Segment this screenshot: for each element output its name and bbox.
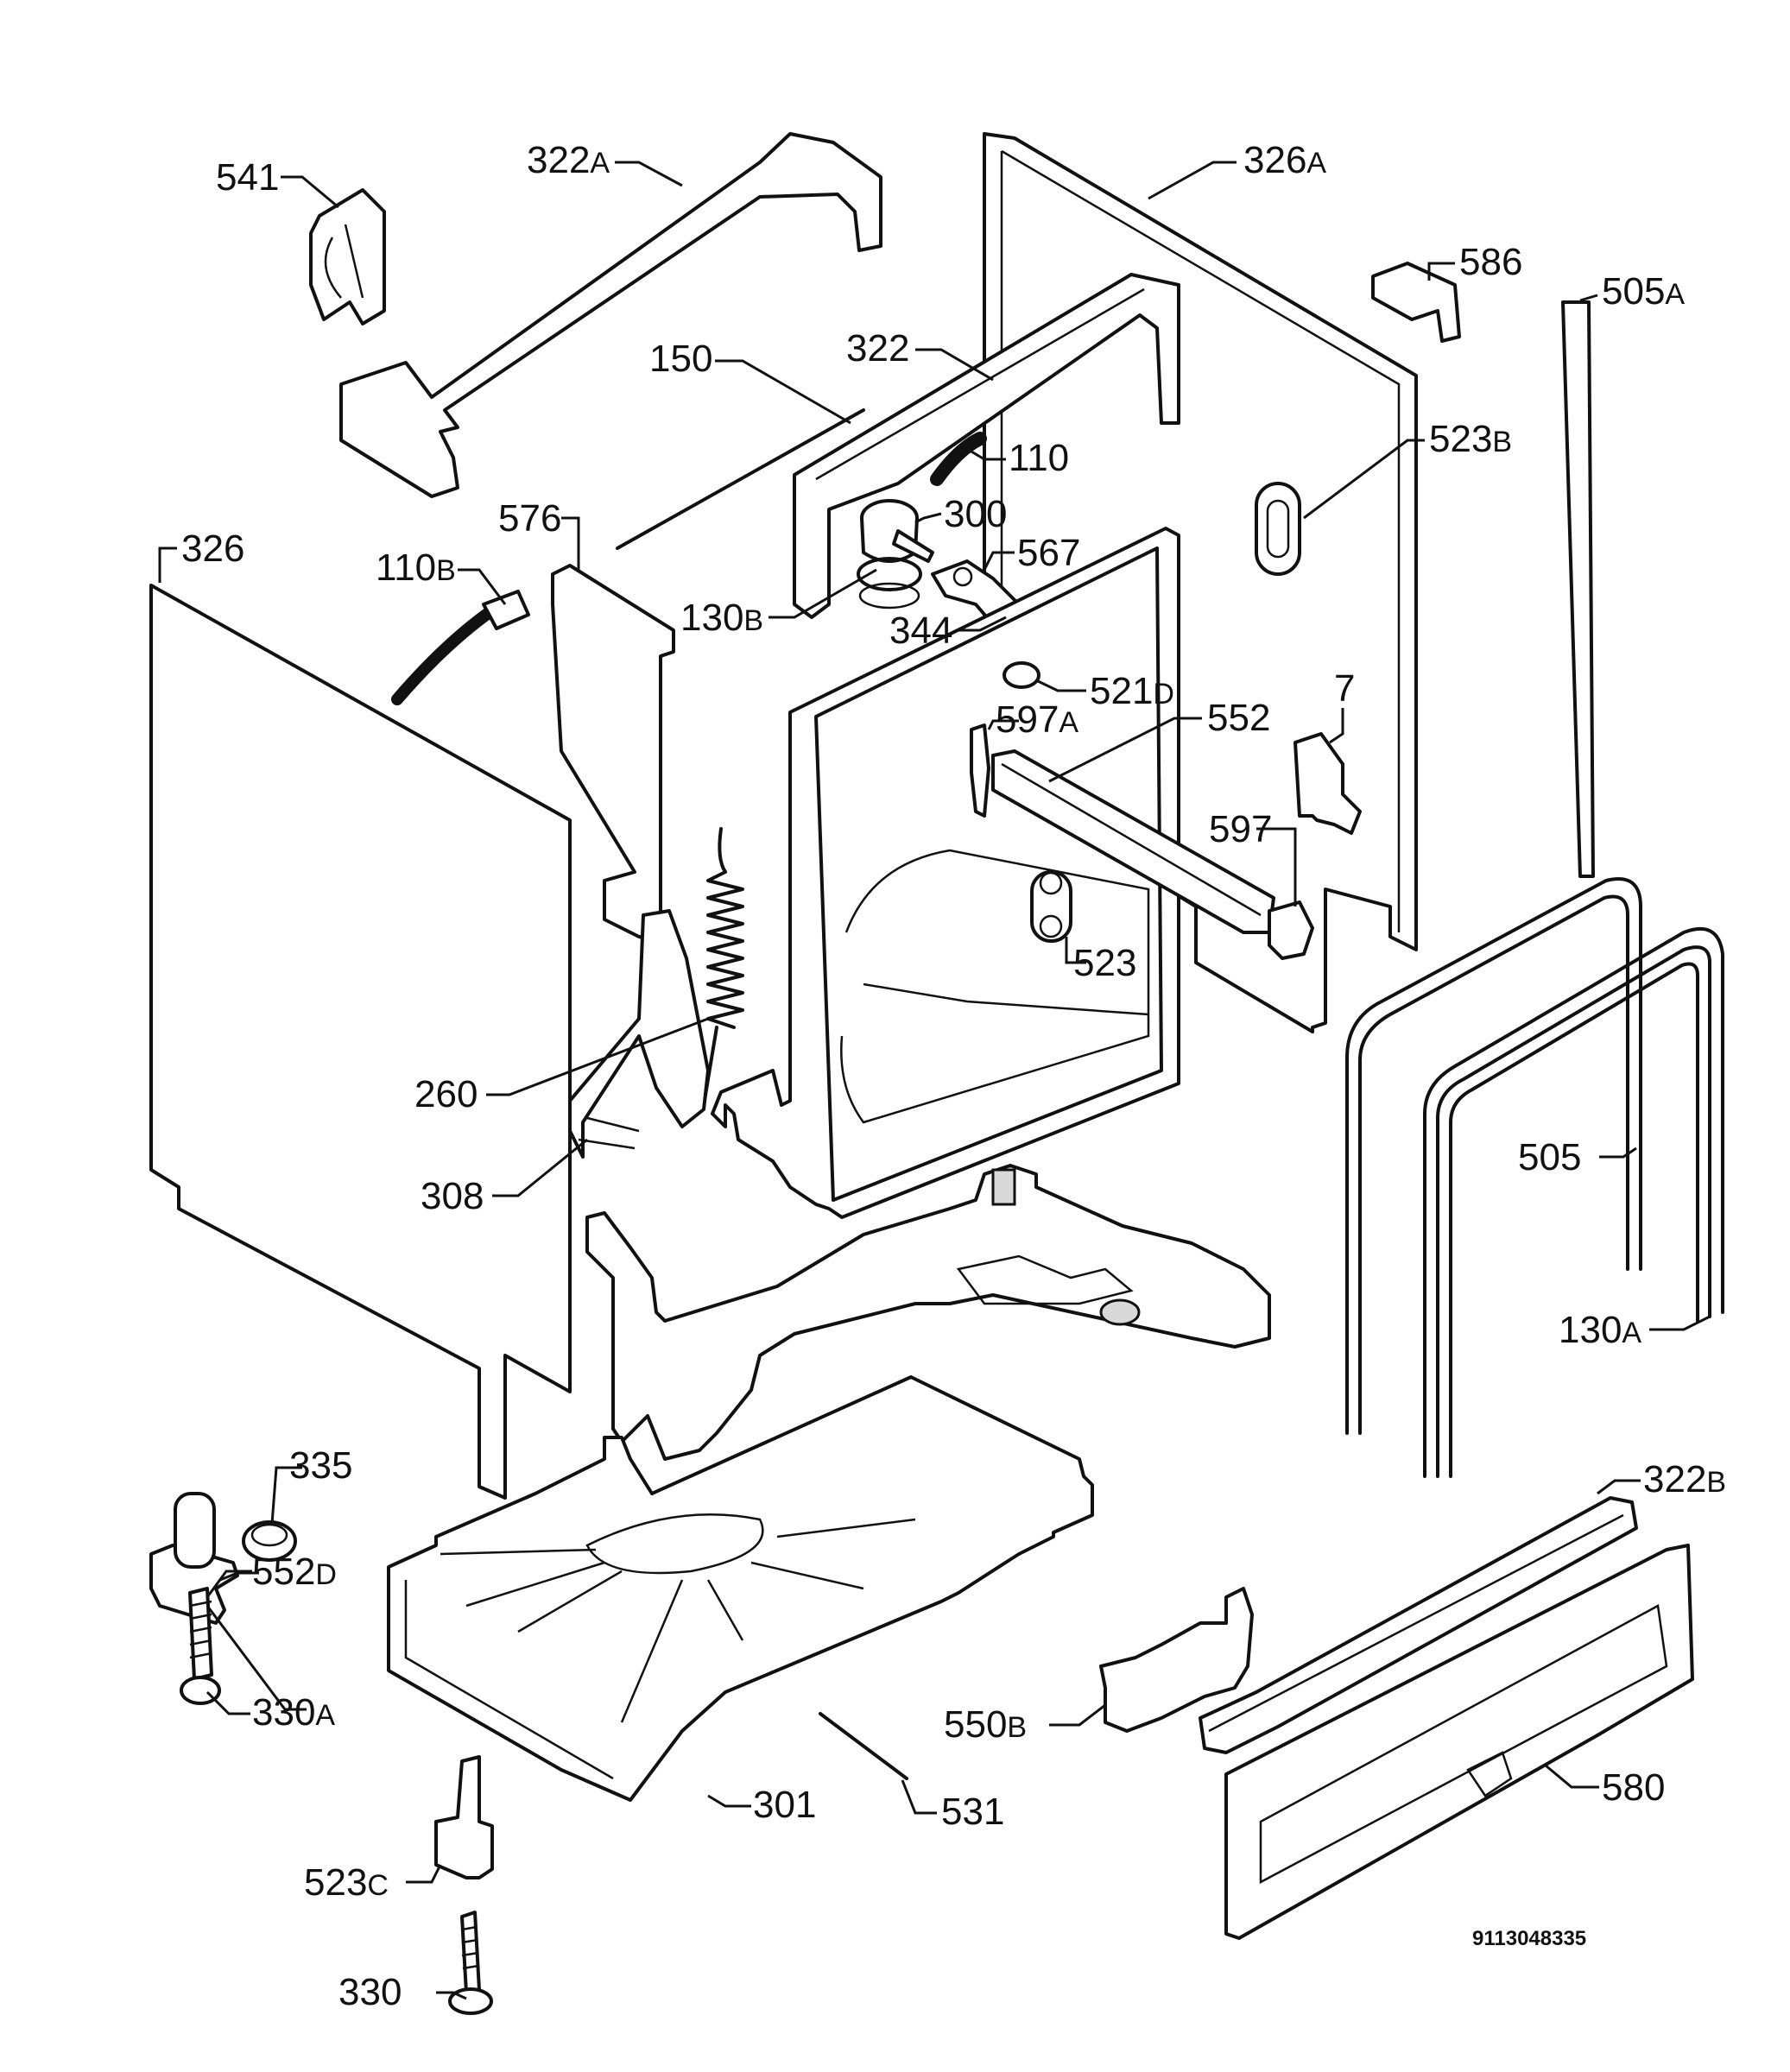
part-552D-actuator [149, 1492, 239, 1625]
callout-322B: 322B [1643, 1458, 1726, 1500]
callout-597: 597 [1209, 808, 1272, 850]
part-326-side-panel [149, 584, 572, 1500]
callout-505: 505 [1518, 1136, 1581, 1178]
callout-308: 308 [421, 1175, 484, 1217]
callout-300: 300 [944, 493, 1007, 535]
part-tub [711, 527, 1180, 1219]
part-330A-screw [180, 1587, 221, 1705]
part-521D-grommet [1003, 661, 1040, 689]
callout-505A: 505A [1602, 270, 1685, 313]
callout-326: 326 [181, 527, 244, 570]
part-322B-bottom-rail [1199, 1496, 1638, 1754]
callout-521D: 521D [1090, 670, 1174, 712]
callout-576: 576 [498, 497, 561, 540]
callout-567: 567 [1017, 532, 1080, 574]
part-330-screw [448, 1911, 493, 2015]
callout-301: 301 [753, 1784, 816, 1826]
part-523B-grommet [1255, 482, 1301, 576]
leader-lines [158, 161, 1711, 2000]
part-550B-bracket [1099, 1587, 1254, 1733]
callout-597A: 597A [996, 698, 1078, 741]
callout-322: 322 [846, 327, 909, 370]
callout-322A: 322A [527, 139, 610, 181]
callout-7: 7 [1334, 667, 1355, 710]
callout-586: 586 [1459, 241, 1522, 283]
callout-580: 580 [1602, 1766, 1665, 1809]
diagram-code: 9113048335 [1472, 1927, 1586, 1950]
part-130A-seal [1423, 927, 1724, 1478]
part-301-base-tray [387, 1375, 1094, 1802]
part-541-clip [309, 188, 386, 325]
callout-326A: 326A [1243, 139, 1326, 181]
part-base-frame [585, 1164, 1271, 1461]
part-110-hose [930, 432, 987, 486]
callout-110: 110 [1009, 437, 1069, 479]
callout-labels: 541 322A 326A 586 505A 150 322 110 523B … [181, 139, 1726, 2013]
callout-330: 330 [338, 1971, 402, 2013]
part-523-grommets [1030, 870, 1072, 943]
part-505-seal [1345, 877, 1642, 1435]
callout-150: 150 [649, 338, 712, 380]
part-597-clip [1268, 900, 1314, 960]
part-130B-gasket [857, 557, 922, 610]
part-110B-hose [391, 598, 507, 705]
part-322A-top-rail [339, 132, 882, 498]
part-597A-clip [970, 723, 990, 818]
callout-550B: 550B [944, 1703, 1027, 1746]
part-322-top-frame [793, 273, 1180, 619]
callout-260: 260 [414, 1073, 478, 1115]
part-7-bracket [1293, 732, 1362, 835]
callout-523C: 523C [304, 1861, 389, 1904]
part-150-strip [616, 408, 865, 550]
part-260-spring [702, 827, 744, 1107]
callout-344: 344 [889, 610, 952, 652]
callout-531: 531 [941, 1791, 1004, 1833]
part-531-rod [819, 1712, 908, 1780]
callout-552D: 552D [252, 1551, 337, 1593]
callout-335: 335 [289, 1444, 352, 1487]
part-335-gear [242, 1520, 297, 1562]
callout-130A: 130A [1559, 1309, 1641, 1351]
part-308-hinge [568, 909, 710, 1159]
part-300-valve [860, 499, 934, 563]
callout-541: 541 [216, 156, 279, 199]
part-576-cover [551, 564, 675, 943]
callout-523B: 523B [1429, 418, 1512, 460]
part-523C-post [434, 1755, 494, 1879]
callout-552: 552 [1207, 697, 1270, 739]
part-505A-strip [1561, 300, 1595, 878]
callout-330A: 330A [252, 1691, 335, 1734]
part-586-bracket [1371, 262, 1461, 343]
callout-130B: 130B [680, 597, 763, 639]
part-580-plinth [1224, 1544, 1694, 1940]
callout-110B: 110B [376, 546, 456, 589]
callout-523: 523 [1073, 942, 1136, 984]
